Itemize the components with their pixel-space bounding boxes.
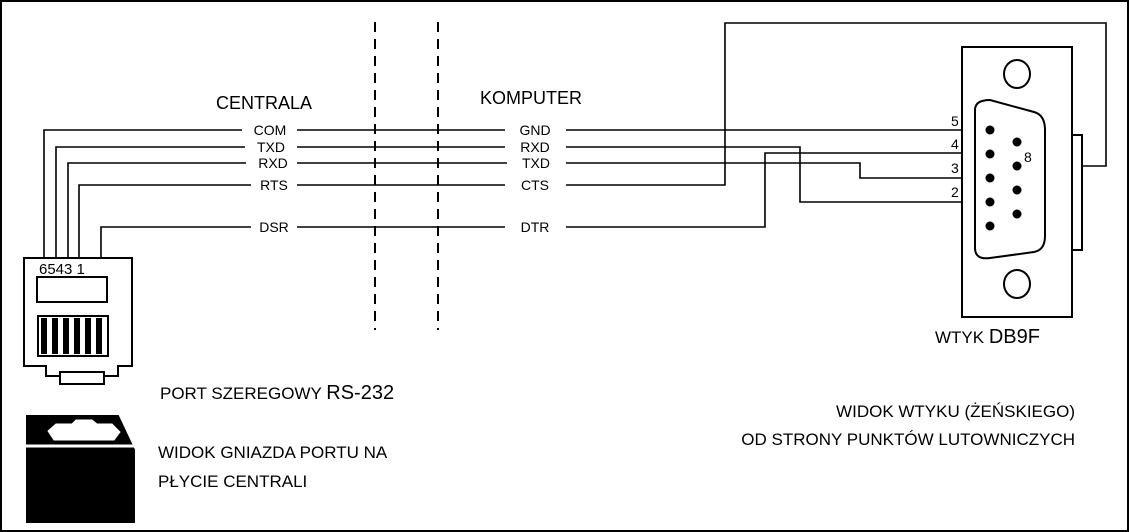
wire-dsr-dtr — [100, 152, 985, 262]
rj-connector-icon: 6543 1 — [23, 257, 133, 385]
wire-com-gnd — [43, 129, 975, 262]
label-gnd: GND — [519, 122, 550, 138]
wire-txd-rxd — [55, 146, 985, 262]
header-centrala: CENTRALA — [216, 93, 312, 113]
label-dsr: DSR — [259, 219, 289, 235]
connector-caption-name: DB9F — [989, 326, 1040, 348]
socket-caption-line2: PŁYCIE CENTRALI — [158, 472, 307, 491]
rj-pin-numbers: 6543 1 — [39, 261, 85, 278]
label-dtr: DTR — [521, 219, 550, 235]
wires — [43, 22, 1107, 262]
signal-labels-right: GND RXD TXD CTS DTR — [519, 122, 550, 235]
db9-pin-5: 5 — [951, 113, 959, 129]
socket-caption-line1: WIDOK GNIAZDA PORTU NA — [158, 443, 388, 462]
label-txd-left: TXD — [257, 139, 285, 155]
connector-caption-prefix: WTYK — [935, 328, 989, 347]
view-caption-line1: WIDOK WTYKU (ŻEŃSKIEGO) — [836, 402, 1075, 421]
db9-pin-2: 2 — [951, 184, 959, 200]
label-rxd-left: RXD — [258, 155, 288, 171]
header-komputer: KOMPUTER — [480, 88, 582, 108]
wire-rxd-txd — [67, 162, 985, 262]
connector-caption: WTYK DB9F — [935, 326, 1040, 348]
label-txd-right: TXD — [522, 155, 550, 171]
db9-pin-8: 8 — [1024, 149, 1032, 165]
view-caption-line2: OD STRONY PUNKTÓW LUTOWNICZYCH — [741, 430, 1075, 449]
port-caption-name: RS-232 — [326, 382, 394, 404]
label-cts: CTS — [521, 177, 549, 193]
db9-pin-4: 4 — [951, 136, 959, 152]
port-caption: PORT SZEREGOWY RS-232 — [160, 382, 394, 404]
port-caption-prefix: PORT SZEREGOWY — [160, 384, 326, 403]
signal-labels-left: COM TXD RXD RTS DSR — [254, 122, 289, 235]
label-com: COM — [254, 122, 287, 138]
db9-pin-3: 3 — [951, 160, 959, 176]
db9-connector-icon: 5 4 3 2 8 — [951, 46, 1083, 318]
socket-view-icon — [26, 415, 138, 523]
label-rts: RTS — [260, 177, 288, 193]
wire-rts-cts — [78, 22, 1107, 262]
label-rxd-right: RXD — [520, 139, 550, 155]
